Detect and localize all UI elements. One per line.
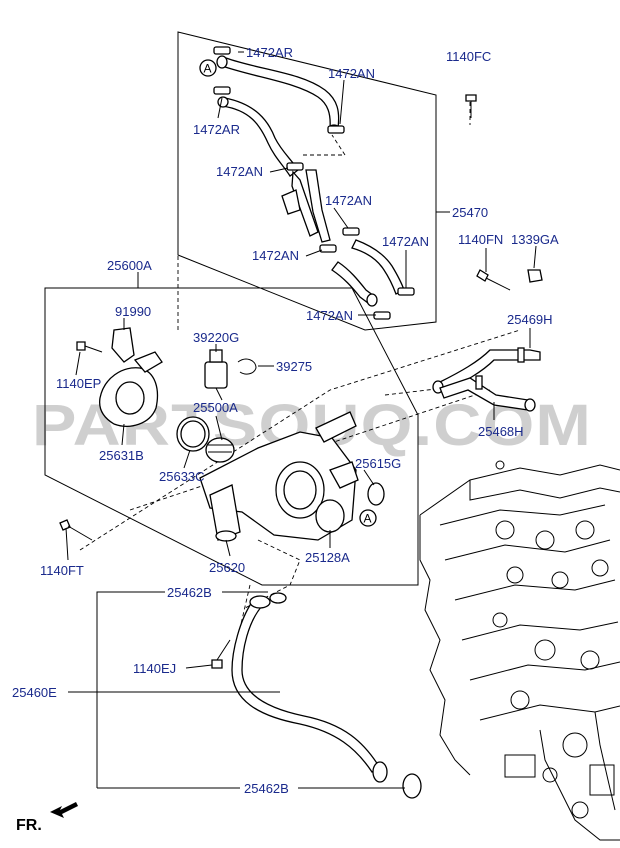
- callout-25462B-top: 25462B: [167, 585, 212, 600]
- callout-25470: 25470: [452, 205, 488, 220]
- callout-25468H: 25468H: [478, 424, 524, 439]
- thermostat-25500A: [205, 437, 235, 463]
- svg-text:A: A: [204, 62, 212, 76]
- callout-25500A: 25500A: [193, 400, 238, 415]
- hose-lower-right: [351, 239, 405, 295]
- callout-1472AN-left: 1472AN: [216, 164, 263, 179]
- hose-y-branch: [281, 169, 331, 243]
- gasket-25128A: [315, 499, 345, 533]
- marker-a-right: A: [359, 509, 377, 527]
- callout-1140EJ: 1140EJ: [133, 661, 176, 676]
- bracket-91990: [111, 327, 135, 363]
- callout-25615G: 25615G: [355, 456, 401, 471]
- bracket-line-25460E: [96, 591, 165, 788]
- front-label: FR.: [16, 817, 42, 834]
- bolt-1140EJ: [211, 639, 231, 669]
- marker-a-top: A: [199, 59, 217, 77]
- callout-labels: 1472AR 1472AN 1472AR 1472AN 1472AN 1472A…: [12, 45, 559, 796]
- gasket-25633C: [176, 416, 210, 452]
- flange-25631B: [98, 351, 163, 427]
- pipe-25460E: [231, 592, 422, 799]
- nut-1339GA: [527, 269, 543, 283]
- callout-1472AR-mid: 1472AR: [193, 122, 240, 137]
- front-arrow-icon: [50, 802, 78, 818]
- callout-1472AN-right: 1472AN: [382, 234, 429, 249]
- hose-clamps: [213, 46, 415, 320]
- callout-1472AR-top: 1472AR: [246, 45, 293, 60]
- callout-1140FT: 1140FT: [40, 563, 84, 578]
- bolt-1140FT: [59, 519, 93, 541]
- callout-91990: 91990: [115, 304, 151, 319]
- callout-25462B-bottom: 25462B: [244, 781, 289, 796]
- hose-lower-left: [331, 261, 378, 307]
- callout-1472AN-bottom: 1472AN: [306, 308, 353, 323]
- leader-lines: [65, 51, 537, 693]
- callout-1140FC: 1140FC: [446, 49, 491, 64]
- hose-25468H: [439, 375, 536, 412]
- callout-25128A: 25128A: [305, 550, 350, 565]
- callout-1339GA: 1339GA: [511, 232, 559, 247]
- callout-1472AN-top: 1472AN: [328, 66, 375, 81]
- callout-25631B: 25631B: [99, 448, 144, 463]
- bolt-1140FC: [465, 94, 477, 118]
- callout-1140FN: 1140FN: [458, 232, 503, 247]
- callout-1472AN-mid: 1472AN: [325, 193, 372, 208]
- bolt-1140EP: [76, 341, 103, 353]
- callout-39275: 39275: [276, 359, 312, 374]
- callout-1472AN-low: 1472AN: [252, 248, 299, 263]
- callout-25460E: 25460E: [12, 685, 57, 700]
- o-ring-25615G: [367, 482, 385, 506]
- clip-39275: [237, 358, 257, 375]
- callout-1140EP: 1140EP: [56, 376, 101, 391]
- callout-25600A: 25600A: [107, 258, 152, 273]
- callout-25620: 25620: [209, 560, 245, 575]
- engine-block-illustration: [419, 460, 620, 841]
- callout-25633C: 25633C: [159, 469, 205, 484]
- svg-text:A: A: [364, 512, 372, 526]
- front-direction-indicator: FR.: [16, 802, 78, 834]
- bolt-1140FN: [476, 269, 511, 291]
- callout-39220G: 39220G: [193, 330, 239, 345]
- callout-25469H: 25469H: [507, 312, 553, 327]
